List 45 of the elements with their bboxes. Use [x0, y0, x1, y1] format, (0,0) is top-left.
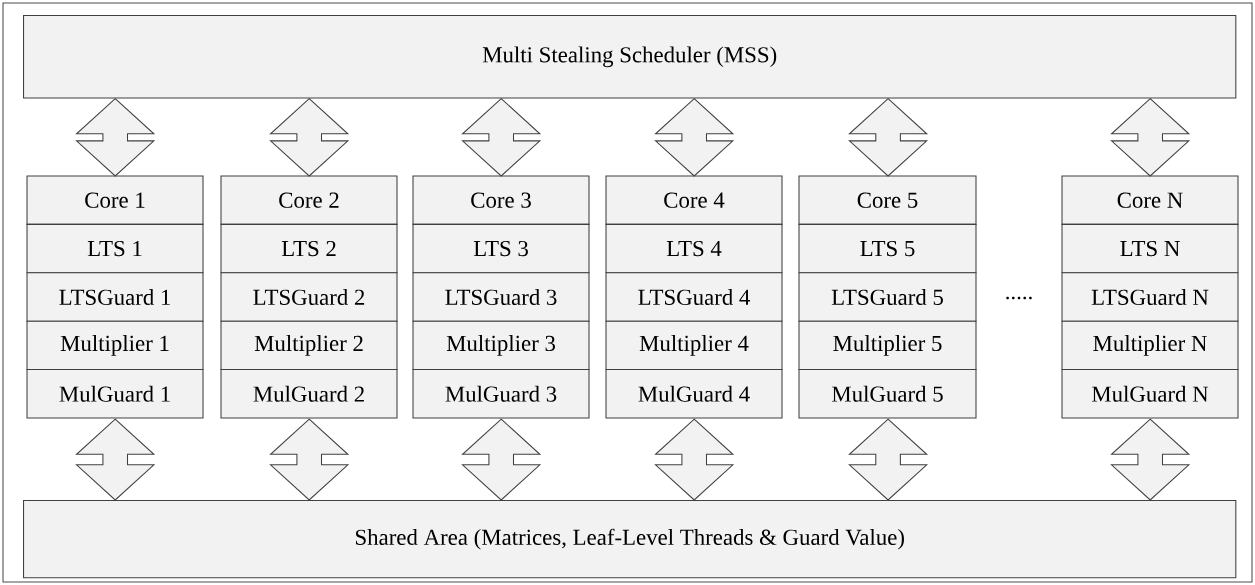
core-stack [412, 175, 590, 419]
stack-cell: Multiplier 4 [605, 320, 783, 371]
core-stack [26, 175, 204, 419]
double-arrow [461, 418, 542, 501]
stack-cell: Core N [1061, 175, 1239, 225]
stack-cell: Multiplier 5 [798, 320, 977, 371]
stack-cell: MulGuard 4 [605, 369, 783, 419]
stack-cell: LTSGuard 2 [220, 272, 398, 322]
ellipsis: ..... [1006, 296, 1032, 300]
stack-cell: Core 4 [605, 175, 783, 225]
double-arrow [75, 418, 156, 501]
stack-cell: Multiplier 1 [26, 320, 204, 371]
shared-area-box: Shared Area (Matrices, Leaf-Level Threads & Guard Value) [23, 500, 1237, 579]
stack-cell: MulGuard N [1061, 369, 1239, 419]
stack-cell: LTS 5 [798, 223, 977, 274]
stack-cell: LTSGuard 5 [798, 272, 977, 322]
double-arrow [654, 418, 735, 501]
stack-cell: MulGuard 1 [26, 369, 204, 419]
stack-cell: Multiplier 3 [412, 320, 590, 371]
core-stack [798, 175, 977, 419]
core-stack [605, 175, 783, 419]
stack-cell: Core 3 [412, 175, 590, 225]
stack-cell: LTS 1 [26, 223, 204, 274]
stack-cell: Multiplier 2 [220, 320, 398, 371]
core-stack [1061, 175, 1239, 419]
double-arrow [269, 418, 350, 501]
stack-cell: Core 1 [26, 175, 204, 225]
core-stack [220, 175, 398, 419]
stack-cell: LTS 3 [412, 223, 590, 274]
scheduler-box: Multi Stealing Scheduler (MSS) [23, 15, 1237, 99]
stack-cell: MulGuard 5 [798, 369, 977, 419]
stack-cell: Multiplier N [1061, 320, 1239, 371]
stack-cell: MulGuard 2 [220, 369, 398, 419]
stack-cell: Core 5 [798, 175, 977, 225]
double-arrow [1110, 418, 1191, 501]
stack-cell: Core 2 [220, 175, 398, 225]
stack-cell: MulGuard 3 [412, 369, 590, 419]
double-arrow [848, 418, 929, 501]
stack-cell: LTS N [1061, 223, 1239, 274]
stack-cell: LTSGuard 3 [412, 272, 590, 322]
stack-cell: LTS 4 [605, 223, 783, 274]
stack-cell: LTSGuard N [1061, 272, 1239, 322]
stack-cell: LTSGuard 1 [26, 272, 204, 322]
stack-cell: LTSGuard 4 [605, 272, 783, 322]
stack-cell: LTS 2 [220, 223, 398, 274]
